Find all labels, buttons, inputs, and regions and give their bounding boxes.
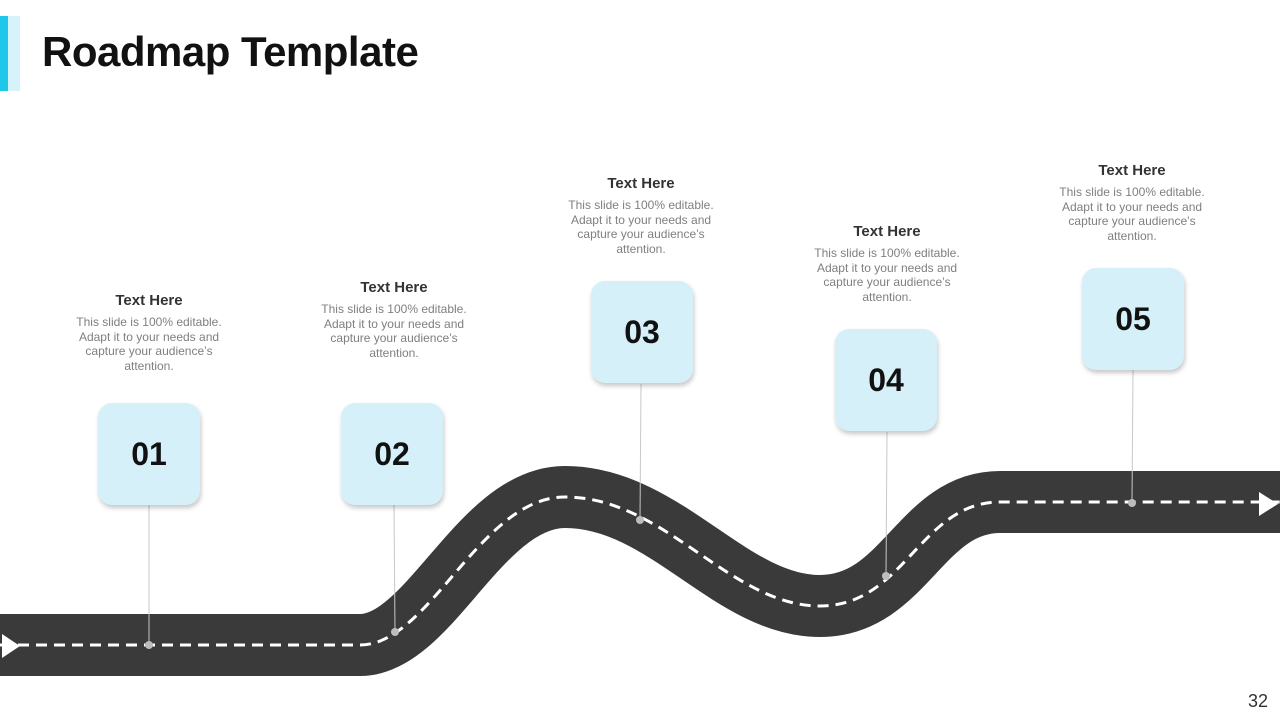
pin-dot-04 xyxy=(882,572,890,580)
step-1-number: 01 xyxy=(131,435,167,472)
step-3-callout: Text Here This slide is 100% editable. A… xyxy=(566,175,716,256)
accent-stripe-light xyxy=(8,16,20,91)
step-4-description: This slide is 100% editable. Adapt it to… xyxy=(814,246,960,304)
pin-line-04 xyxy=(885,431,888,577)
step-1-description: This slide is 100% editable. Adapt it to… xyxy=(76,315,222,373)
road-start-arrow xyxy=(2,634,20,658)
step-3-number-box: 03 xyxy=(591,281,693,383)
step-2-description: This slide is 100% editable. Adapt it to… xyxy=(321,302,467,360)
step-3-number: 03 xyxy=(624,313,660,350)
step-5-heading: Text Here xyxy=(1098,162,1166,179)
step-2-number: 02 xyxy=(374,435,410,472)
road-center-dashes xyxy=(0,495,1280,647)
step-5-number-box: 05 xyxy=(1082,268,1184,370)
pin-dot-05 xyxy=(1128,499,1136,507)
step-5-description: This slide is 100% editable. Adapt it to… xyxy=(1059,185,1205,243)
step-4-number: 04 xyxy=(868,361,904,398)
page-number: 32 xyxy=(1247,691,1268,711)
step-2-number-box: 02 xyxy=(341,403,443,505)
step-1-heading: Text Here xyxy=(115,292,183,309)
step-5-callout: Text Here This slide is 100% editable. A… xyxy=(1057,162,1207,243)
pin-dot-01 xyxy=(145,641,153,649)
step-4-number-box: 04 xyxy=(835,329,937,431)
pin-line-03 xyxy=(639,383,642,521)
page-title: Roadmap Template xyxy=(42,28,419,75)
pin-dot-02 xyxy=(391,628,399,636)
step-5-number: 05 xyxy=(1115,300,1151,337)
pin-line-02 xyxy=(393,504,396,633)
road-end-arrow xyxy=(1259,492,1278,516)
accent-stripe-dark xyxy=(0,16,8,91)
step-3-description: This slide is 100% editable. Adapt it to… xyxy=(568,198,714,256)
step-4-heading: Text Here xyxy=(853,223,921,240)
title-accent-bar xyxy=(0,16,20,91)
pin-dot-03 xyxy=(636,516,644,524)
step-1-callout: Text Here This slide is 100% editable. A… xyxy=(74,292,224,373)
pin-line-05 xyxy=(1131,369,1134,504)
step-2-callout: Text Here This slide is 100% editable. A… xyxy=(319,279,469,360)
step-2-heading: Text Here xyxy=(360,279,428,296)
step-4-callout: Text Here This slide is 100% editable. A… xyxy=(812,223,962,304)
step-1-number-box: 01 xyxy=(98,403,200,505)
step-3-heading: Text Here xyxy=(607,175,675,192)
